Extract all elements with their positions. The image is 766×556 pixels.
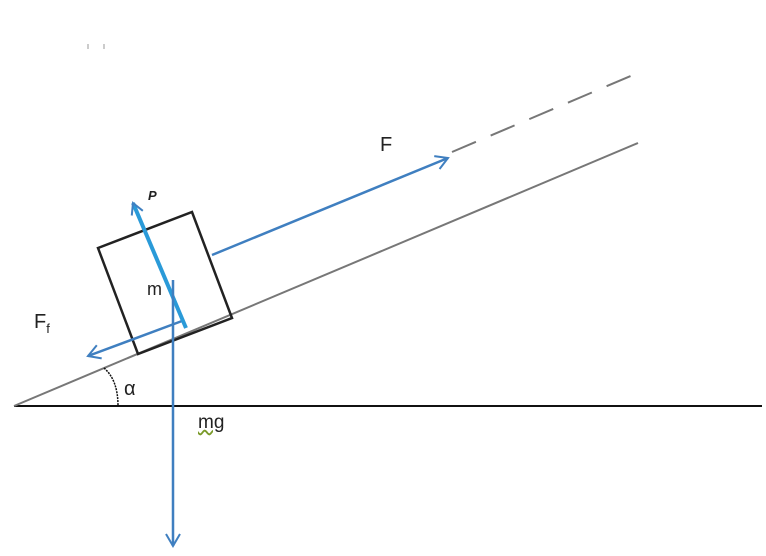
angle-label: α bbox=[124, 378, 136, 400]
force-f-arrow bbox=[211, 155, 450, 257]
angle-arc bbox=[103, 367, 119, 407]
friction-label-main: F bbox=[34, 311, 47, 333]
friction-arrow bbox=[86, 319, 183, 360]
normal-force-label: P bbox=[148, 188, 157, 203]
normal-force-arrow bbox=[133, 203, 188, 329]
force-direction-dashed-line bbox=[451, 71, 641, 153]
force-label: F bbox=[380, 134, 393, 156]
friction-label: Ff bbox=[34, 311, 50, 336]
weight-label: mg bbox=[198, 412, 225, 433]
mass-label: m bbox=[147, 279, 162, 299]
incline-line bbox=[13, 142, 639, 407]
block bbox=[96, 210, 234, 356]
friction-label-subscript: f bbox=[46, 321, 50, 336]
